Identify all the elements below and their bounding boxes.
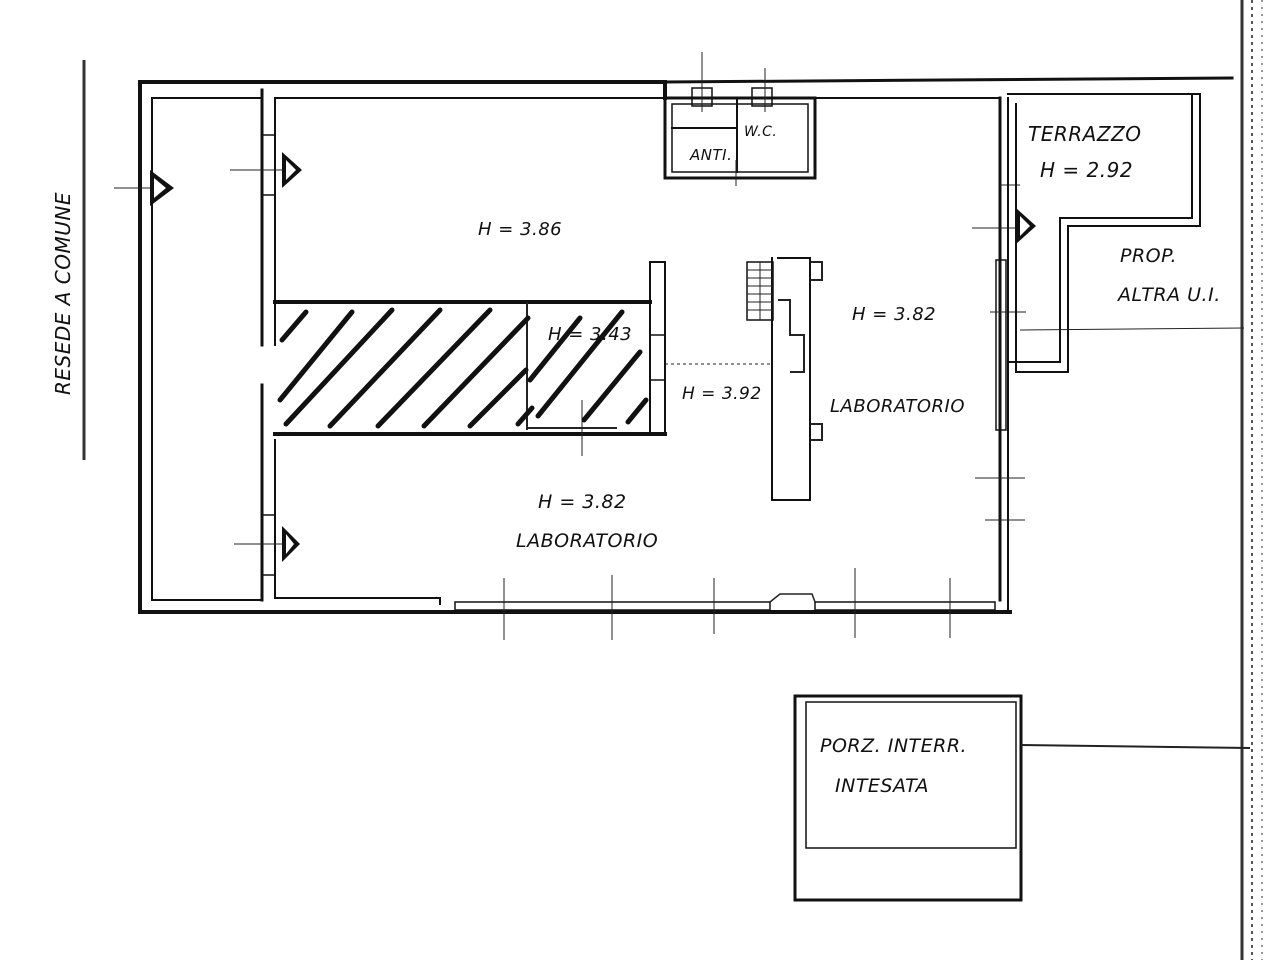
triangle-arrow-icon <box>114 170 174 206</box>
right-wall <box>972 96 1026 613</box>
porzione-label-line1: PORZ. INTERR. <box>820 735 967 757</box>
height-bottom-room-label: H = 3.82 <box>538 491 627 513</box>
altra-ui-label: ALTRA U.I. <box>1116 284 1221 306</box>
wc-anti-block <box>663 52 817 186</box>
terrazzo-label: TERRAZZO <box>1028 122 1141 146</box>
central-stair-column <box>665 257 823 501</box>
porzione-interrata-box <box>793 694 1251 902</box>
left-partition-wall <box>260 88 666 602</box>
height-top-room-label: H = 3.86 <box>478 219 562 240</box>
stairs-icon <box>746 261 774 321</box>
wc-label: W.C. <box>744 124 777 140</box>
height-corridor-label: H = 3.92 <box>682 384 762 404</box>
prop-label: PROP. <box>1120 245 1177 267</box>
triangle-arrow-icon <box>230 152 302 188</box>
terrazzo-outline <box>1007 93 1245 373</box>
terrazzo-height-label: H = 2.92 <box>1040 158 1133 182</box>
height-hatched-area-label: H = 3.43 <box>548 324 632 345</box>
anti-label: ANTI. <box>689 146 732 164</box>
height-right-room-label: H = 3.82 <box>852 304 936 325</box>
bottom-wall-windows <box>274 568 996 640</box>
outer-walls <box>138 76 1234 614</box>
room-name-right-label: LABORATORIO <box>830 396 965 417</box>
page-border-right <box>1240 0 1263 960</box>
resede-label: RESEDE A COMUNE <box>51 192 75 395</box>
hatched-area <box>273 261 667 456</box>
room-name-bottom-label: LABORATORIO <box>516 530 658 552</box>
triangle-arrow-icon <box>1016 208 1036 244</box>
porzione-label-line2: INTESATA <box>835 775 929 797</box>
triangle-arrow-icon <box>234 526 300 562</box>
